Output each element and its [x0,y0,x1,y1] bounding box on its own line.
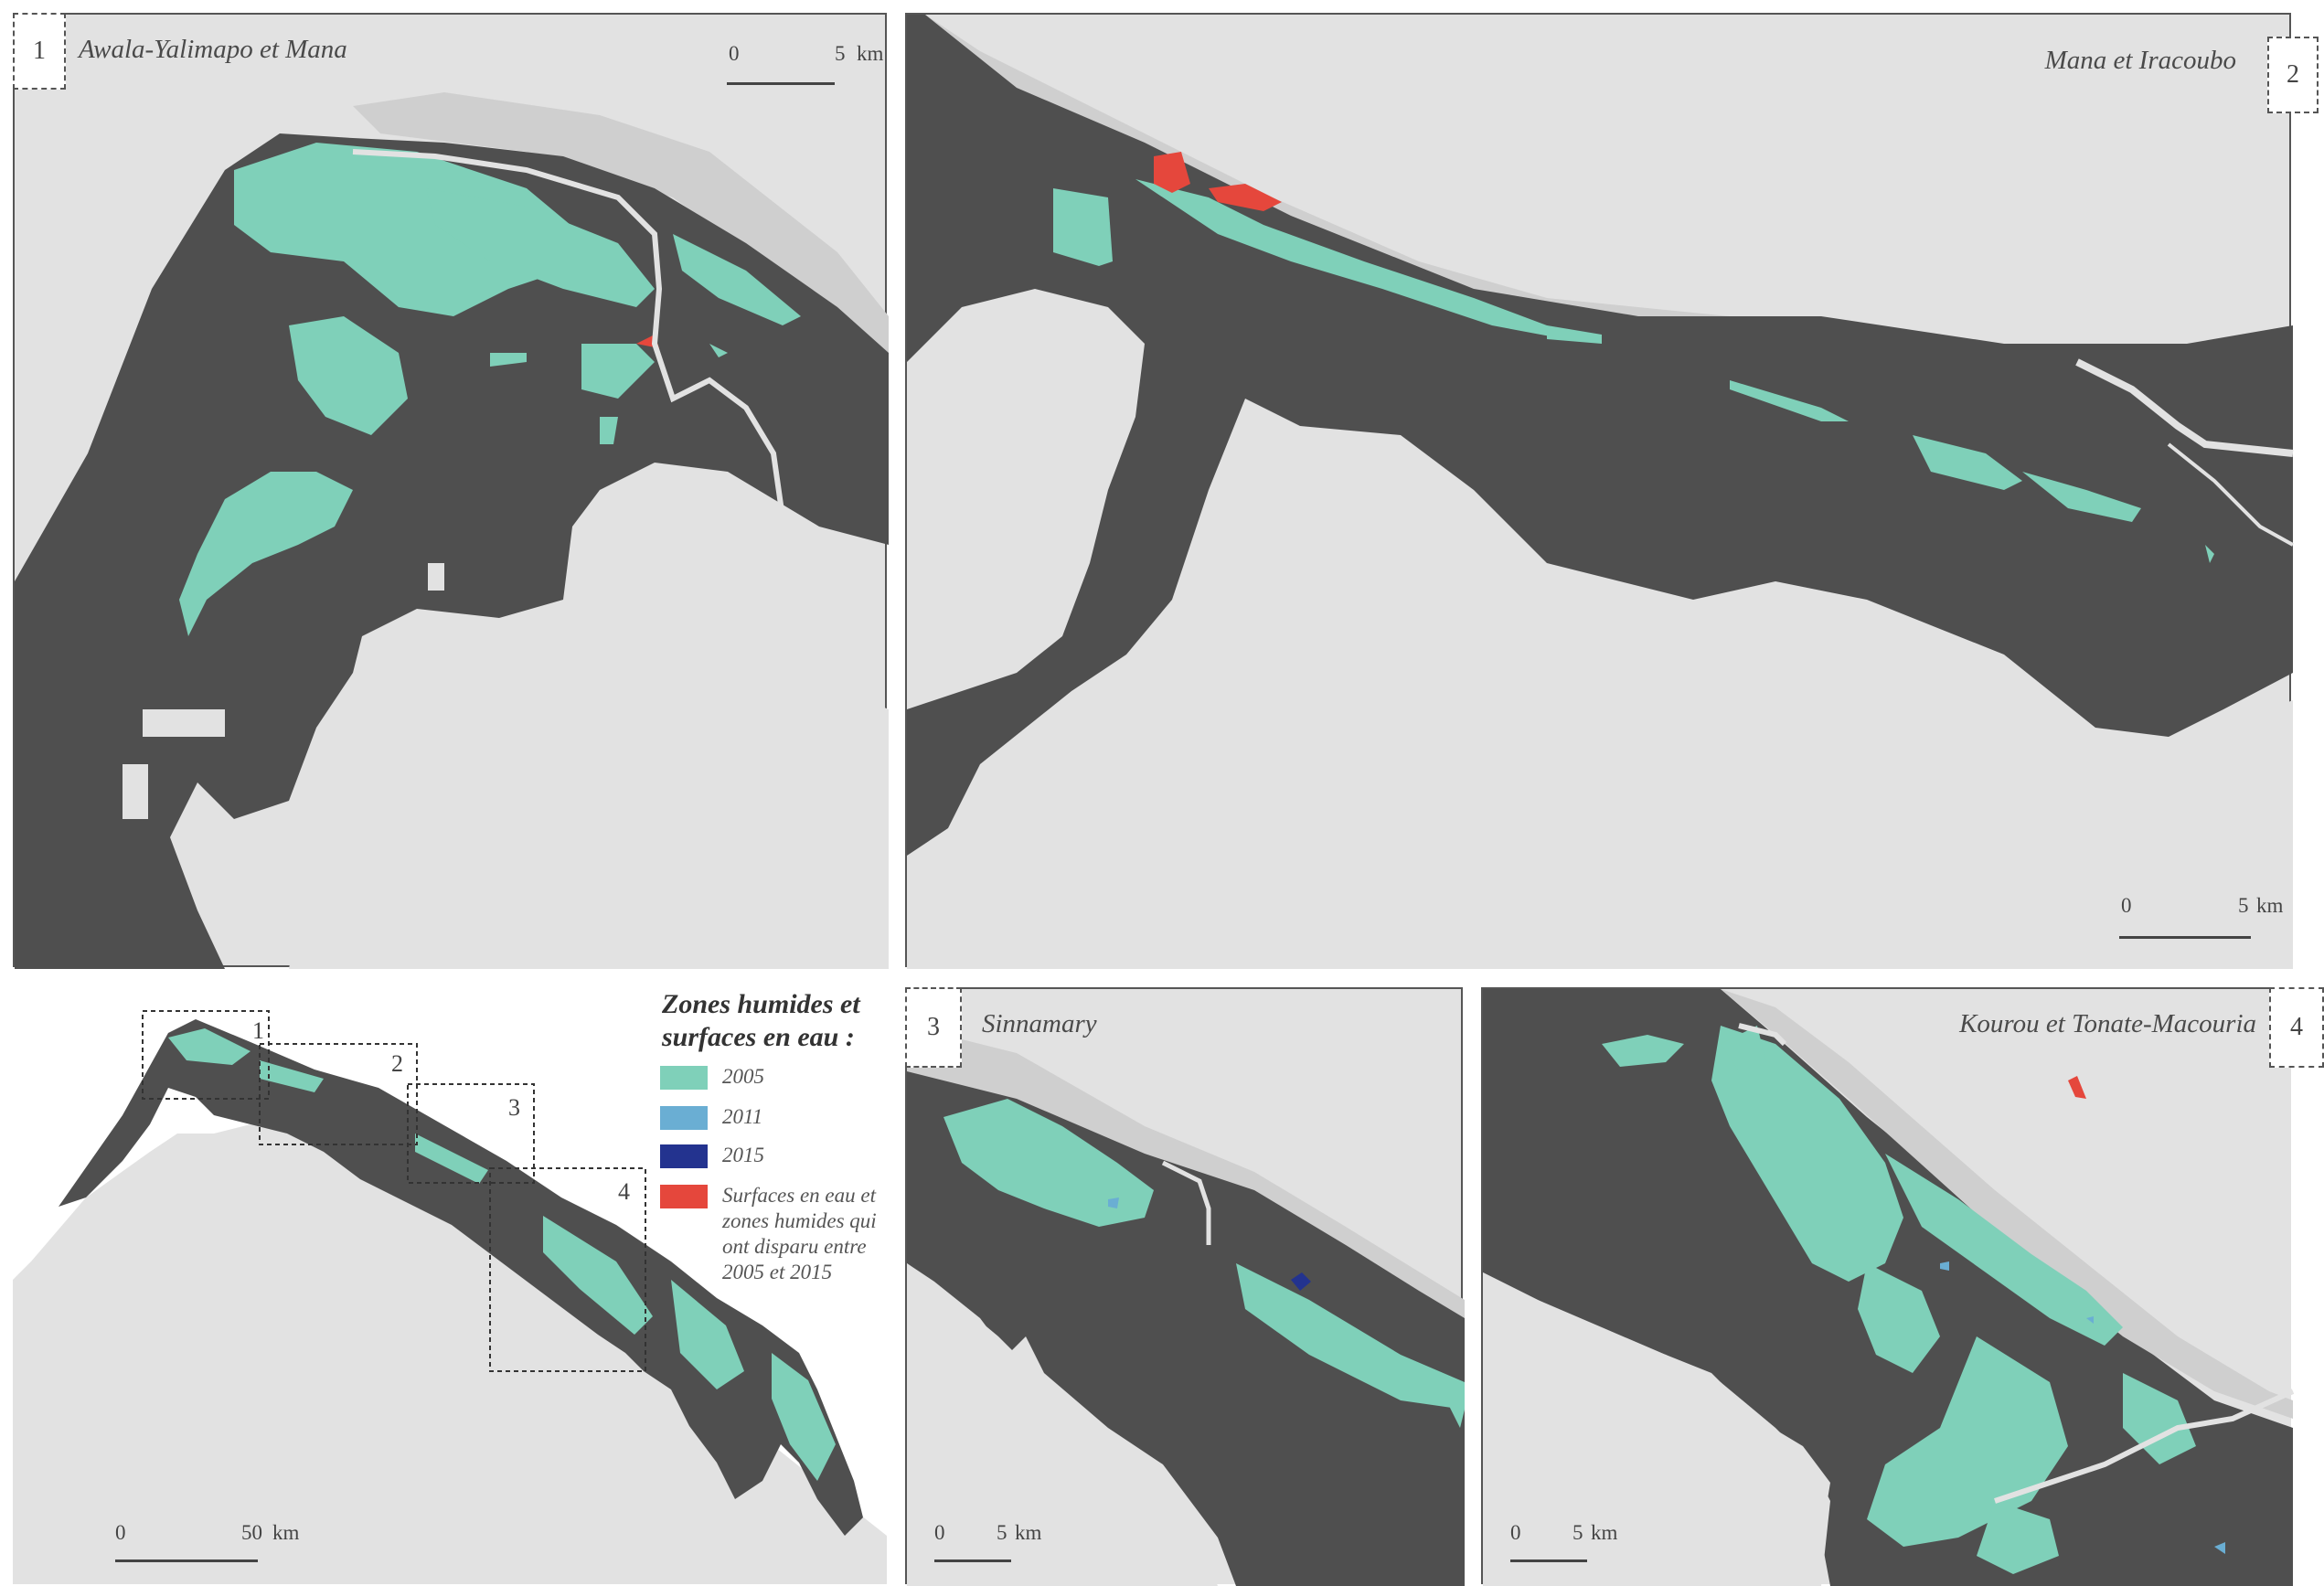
overview-box-label-4: 4 [618,1178,630,1205]
scale-start: 0 [2121,894,2132,917]
panel-title: Kourou et Tonate-Macouria [1959,1009,2256,1038]
scale-bar: 0 5 km [934,1521,1081,1576]
overview-box-label-2: 2 [391,1050,403,1077]
map-kourou-tonate-macouria [1483,989,2295,1586]
panel-number: 3 [927,1013,940,1041]
scale-line [727,82,835,85]
panel-title: Sinnamary [982,1009,1097,1038]
overview-box-label-1: 1 [252,1017,264,1044]
overview-scale-bar: 0 50 km [115,1521,316,1576]
coast-shoal [353,92,889,362]
wetlands-2011 [1940,1261,2225,1554]
land-mass [15,133,889,969]
map-panel-3: 3 Sinnamary 0 5 km [905,987,1465,1586]
panel-number-box: 4 [2269,987,2324,1068]
wetland-2015-spot [1291,1272,1311,1291]
scale-start: 0 [1510,1521,1521,1544]
map-sinnamary [907,1026,1465,1586]
inland-clearing-2 [907,435,2293,969]
overview-map: 1 2 3 4 [13,1010,887,1584]
map-mana-iracoubo [907,15,2294,969]
scale-line [115,1559,258,1562]
inland-clearing [289,655,889,969]
wetlands-2005 [1053,179,2214,563]
wetland-2011-spot [1108,1197,1119,1208]
scale-line [934,1559,1011,1562]
legend-swatch-2015 [660,1144,708,1168]
panel-number: 1 [33,37,46,65]
clearing-3 [428,563,444,591]
river-kourou [1738,1023,1787,1047]
scale-end: 50 [241,1521,262,1544]
legend-label-line: zones humides qui [722,1209,877,1232]
river [2075,358,2294,457]
scale-bar: 0 5 km [723,29,883,85]
clearing-1 [143,709,225,737]
scale-unit: km [272,1521,300,1544]
legend-swatch-2011 [660,1106,708,1130]
scale-unit: km [1015,1521,1042,1544]
river-mana [352,149,785,518]
legend-label: 2015 [722,1144,764,1166]
scale-start: 0 [729,42,740,65]
legend-label-line: Surfaces en eau et [722,1184,876,1207]
map-panel-1: 1 Awala-Yalimapo et Mana 0 5 km [13,13,889,969]
wetlands-2005 [943,1099,1465,1428]
river-branch [2167,442,2294,547]
disappeared-areas [1154,152,1282,211]
legend-title: Zones humides et surfaces en eau : [662,988,860,1054]
scale-bar: 0 5 km [2119,892,2284,947]
overview-inland [13,1115,887,1584]
scale-unit: km [2256,894,2284,917]
clearing-2 [123,764,148,819]
map-awala-yalimapo-mana [15,92,889,969]
overview-boxes [142,1010,646,1372]
map-panel-4: 4 Kourou et Tonate-Macouria 0 5 km [1481,987,2324,1586]
river [1161,1160,1211,1245]
scale-unit: km [857,42,884,65]
inland-clearing [1483,1272,1830,1586]
legend-swatch-2005 [660,1066,708,1090]
scale-end: 5 [1572,1521,1583,1544]
panel-title: Awala-Yalimapo et Mana [79,35,347,64]
scale-end: 5 [997,1521,1007,1544]
map-panel-2: 2 Mana et Iracoubo 0 5 km [905,13,2319,969]
river-mahury [1994,1389,2295,1504]
scale-unit: km [1591,1521,1618,1544]
legend-label-line: ont disparu entre [722,1235,867,1258]
coast-shoal [1721,989,2293,1419]
inland-clearing [907,1263,1218,1586]
scale-end: 5 [835,42,846,65]
scale-line [2119,936,2251,939]
scale-end: 5 [2238,894,2249,917]
legend-label-line: 2005 et 2015 [722,1261,833,1283]
panel-number: 2 [2287,60,2299,89]
overview-box-label-3: 3 [508,1094,520,1121]
legend-title-line-1: Zones humides et [662,989,860,1019]
legend-label: 2005 [722,1065,764,1088]
panel-number: 4 [2290,1013,2303,1041]
panel-number-box: 2 [2267,37,2319,113]
scale-start: 0 [934,1521,945,1544]
scale-start: 0 [115,1521,126,1544]
wetlands-2005 [179,143,801,636]
panel-title: Mana et Iracoubo [2044,46,2236,75]
legend-label-disappeared: Surfaces en eau et zones humides qui ont… [722,1183,877,1285]
legend-swatch-disappeared [660,1185,708,1208]
scale-line [1510,1559,1587,1562]
scale-bar: 0 5 km [1510,1521,1657,1576]
overview-wetlands [168,1028,836,1481]
legend-label: 2011 [722,1105,763,1128]
inland-clearing-1 [907,289,1145,709]
panel-number-box: 3 [905,987,962,1068]
panel-number-box: 1 [13,13,66,90]
legend-title-line-2: surfaces en eau : [662,1022,855,1052]
disappeared-area [2068,1076,2086,1099]
